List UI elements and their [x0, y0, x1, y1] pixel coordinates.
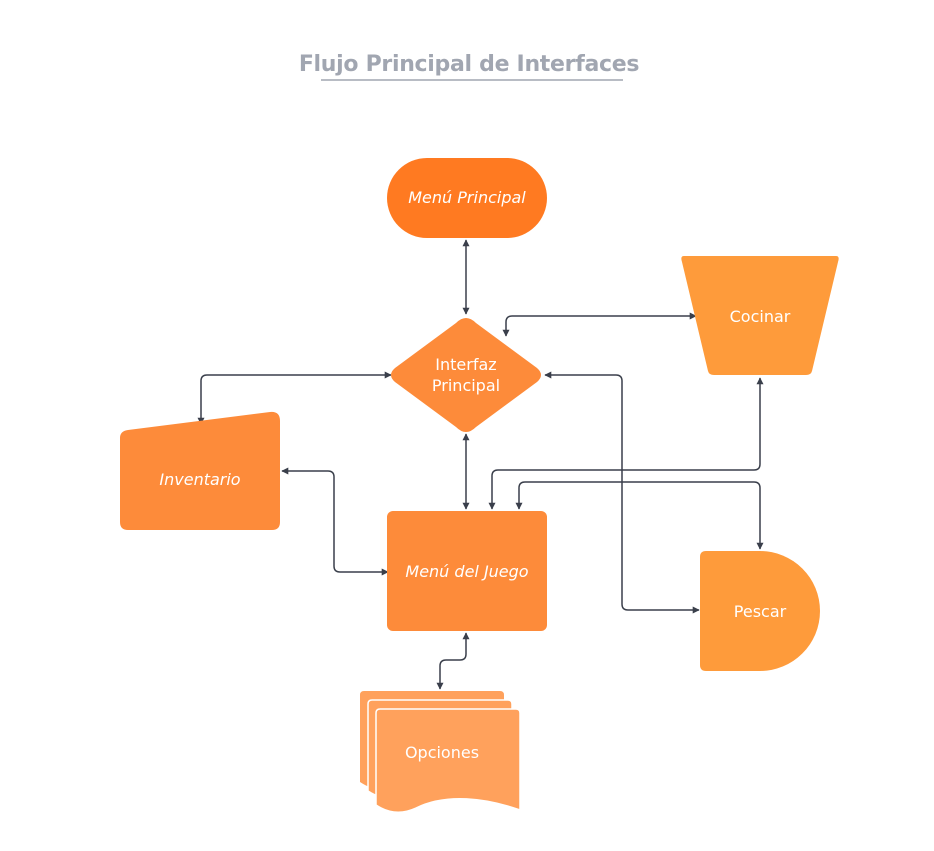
decision-diamond-shape [391, 318, 541, 432]
node-cocinar[interactable]: Cocinar [681, 256, 839, 375]
terminator-shape [387, 158, 547, 238]
connector-inventario-menu-juego [281, 467, 389, 576]
node-menu-principal-label: Menú Principal [408, 188, 526, 207]
manual-input-shape [120, 411, 280, 530]
node-menu-principal[interactable]: Menú Principal [387, 158, 547, 238]
node-menu-juego-label: Menú del Juego [405, 562, 528, 581]
diagram-title: Flujo Principal de Interfaces [299, 52, 640, 77]
connector-menu-juego-pescar [515, 481, 764, 550]
node-inventario[interactable]: Inventario [120, 411, 280, 530]
process-shape [387, 511, 547, 631]
node-pescar-label: Pescar [734, 602, 787, 621]
node-menu-juego[interactable]: Menú del Juego [387, 511, 547, 631]
node-interfaz-principal-label-line-2: Principal [432, 376, 500, 395]
connector-interfaz-pescar [544, 371, 700, 614]
node-opciones[interactable]: Opciones [360, 691, 521, 813]
node-cocinar-label: Cocinar [730, 307, 791, 326]
connector-menu-juego-opciones [436, 632, 470, 690]
connectors [197, 239, 764, 690]
node-pescar[interactable]: Pescar [700, 551, 820, 671]
connector-menu-juego-cocinar [488, 377, 764, 510]
connector-interfaz-inventario [197, 371, 392, 425]
node-interfaz-principal[interactable]: Interfaz Principal [391, 318, 541, 432]
node-opciones-label: Opciones [405, 743, 479, 762]
delay-shape [700, 551, 820, 671]
document-sheet-front [375, 708, 521, 813]
manual-operation-shape [681, 256, 839, 375]
connector-interfaz-cocinar [502, 312, 697, 337]
node-inventario-label: Inventario [159, 470, 240, 489]
node-interfaz-principal-label-line-1: Interfaz [435, 355, 496, 374]
